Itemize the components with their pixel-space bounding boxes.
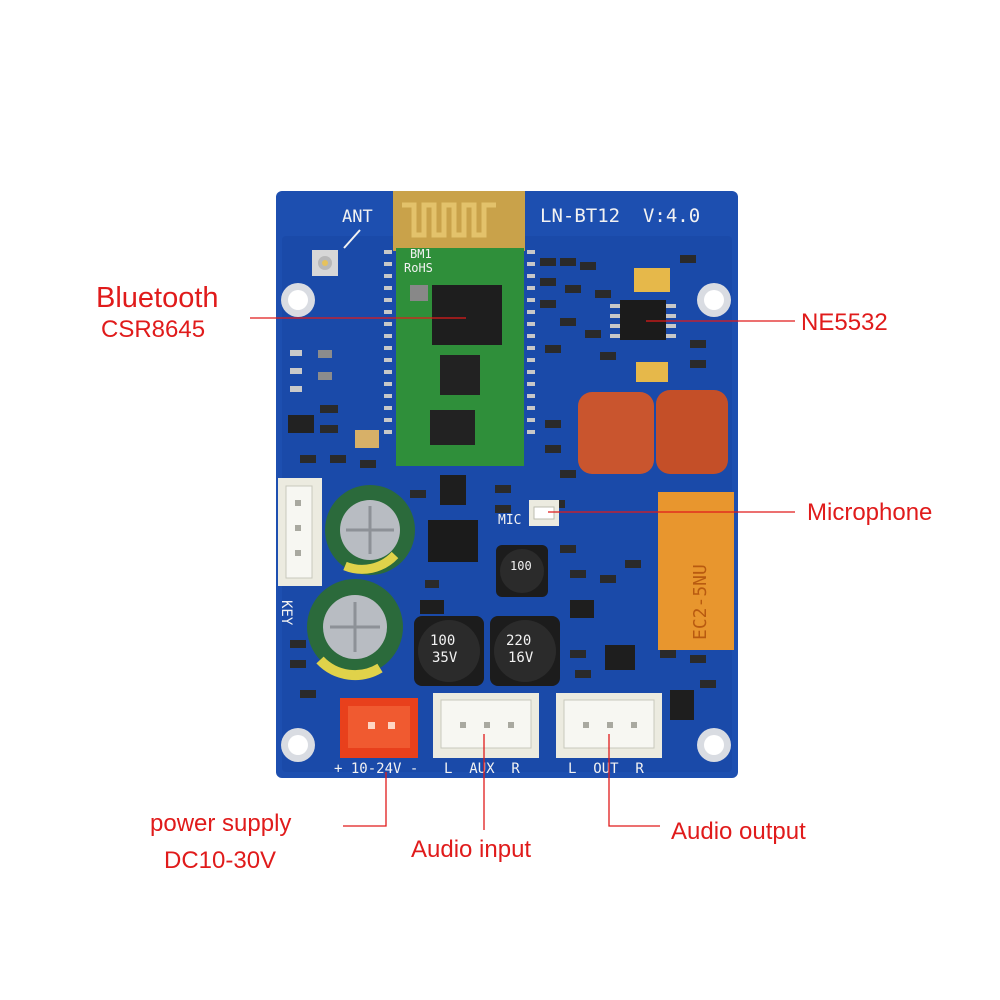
cap-text-2: 220 bbox=[506, 633, 531, 649]
antenna-connector bbox=[312, 250, 338, 276]
bluetooth-module: BM1 RoHS bbox=[393, 191, 525, 466]
mic-connector bbox=[529, 500, 559, 526]
power-leader-line bbox=[343, 772, 387, 827]
module-label-1: BM1 bbox=[410, 247, 432, 261]
opamp-chip bbox=[610, 300, 676, 340]
tantalum-capacitor bbox=[634, 268, 670, 292]
callout-audio-input: Audio input bbox=[411, 836, 532, 863]
mounting-hole bbox=[281, 728, 315, 762]
film-capacitor bbox=[578, 392, 654, 474]
electrolytic-capacitor-black: 100 35V bbox=[414, 616, 484, 686]
mounting-hole bbox=[281, 283, 315, 317]
ic-chip bbox=[428, 520, 478, 562]
callout-audio-output: Audio output bbox=[671, 818, 806, 845]
callout-bluetooth-chip: CSR8645 bbox=[101, 316, 206, 343]
audio-out-leader-line bbox=[608, 734, 660, 827]
antenna-arrow bbox=[343, 229, 361, 249]
model-label: LN-BT12 V:4.0 bbox=[540, 205, 700, 227]
cap-text-1: 100 bbox=[430, 633, 455, 649]
power-silk-label: + 10-24V - bbox=[334, 761, 418, 777]
antenna-label: ANT bbox=[342, 207, 373, 227]
relay: EC2-5NU bbox=[658, 492, 734, 650]
film-capacitor bbox=[656, 390, 728, 474]
power-connector bbox=[340, 698, 418, 758]
relay-label: EC2-5NU bbox=[690, 564, 711, 640]
key-connector bbox=[278, 478, 322, 586]
mounting-hole bbox=[697, 728, 731, 762]
callout-power-line2: DC10-30V bbox=[164, 847, 277, 874]
electrolytic-capacitor-green bbox=[307, 579, 403, 681]
callout-lines bbox=[250, 317, 795, 830]
key-label: KEY bbox=[278, 600, 294, 626]
cap-text-2b: 16V bbox=[508, 650, 534, 666]
callout-microphone: Microphone bbox=[807, 499, 933, 526]
cap-text-1b: 35V bbox=[432, 650, 458, 666]
callout-opamp: NE5532 bbox=[801, 309, 888, 336]
tantalum-capacitor bbox=[636, 362, 668, 382]
aux-silk-label: L AUX R bbox=[444, 761, 520, 777]
mounting-hole bbox=[697, 283, 731, 317]
callout-power-line1: power supply bbox=[150, 810, 292, 837]
cap-text-3: 100 bbox=[510, 559, 532, 573]
electrolytic-capacitor-black: 100 bbox=[496, 545, 548, 597]
smd-components bbox=[288, 255, 716, 720]
aux-connector bbox=[433, 693, 539, 758]
mic-label: MIC bbox=[498, 513, 521, 528]
out-silk-label: L OUT R bbox=[568, 761, 644, 777]
callout-bluetooth-title: Bluetooth bbox=[96, 282, 219, 314]
electrolytic-capacitor-black: 220 16V bbox=[490, 616, 560, 686]
module-label-2: RoHS bbox=[404, 261, 433, 275]
module-pads bbox=[384, 250, 535, 434]
electrolytic-capacitor-green bbox=[325, 485, 415, 575]
